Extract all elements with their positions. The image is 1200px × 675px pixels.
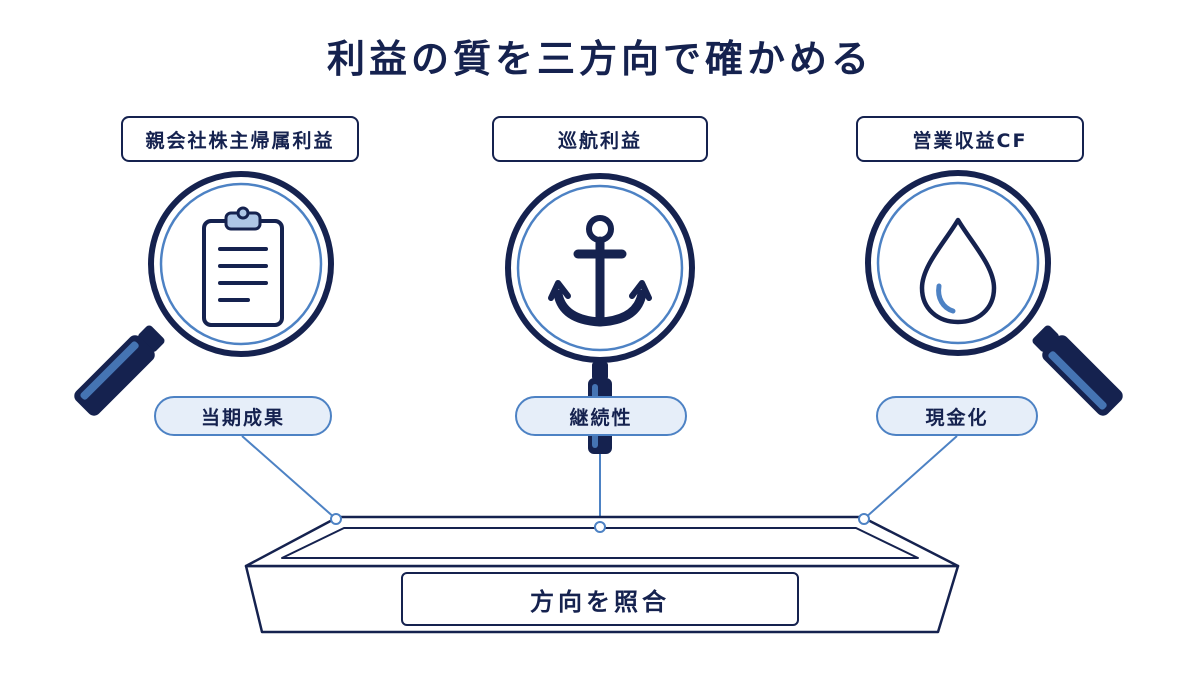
page-title: 利益の質を三方向で確かめる xyxy=(326,37,873,81)
lens-label-left: 親会社株主帰属利益 xyxy=(121,116,359,162)
connector-left xyxy=(241,435,337,520)
magnifier-right-handle xyxy=(1032,325,1123,416)
magnifier-right xyxy=(865,170,1123,416)
connector-nodes xyxy=(330,513,870,533)
tray-inner-rim xyxy=(281,527,919,559)
node-center xyxy=(594,521,606,533)
lens-label-right: 営業収益CF xyxy=(856,116,1084,162)
magnifier-left-handle xyxy=(74,325,165,416)
node-left xyxy=(330,513,342,525)
tag-pill-right: 現金化 xyxy=(876,396,1038,436)
tag-pill-center: 継続性 xyxy=(515,396,687,436)
node-right xyxy=(858,513,870,525)
anchor-icon xyxy=(548,215,652,327)
tray-label: 方向を照合 xyxy=(401,572,799,626)
tag-pill-left: 当期成果 xyxy=(154,396,332,436)
water-drop-icon xyxy=(919,217,997,325)
lens-label-center: 巡航利益 xyxy=(492,116,708,162)
clipboard-icon xyxy=(202,206,284,327)
magnifier-left xyxy=(74,171,334,416)
connector-right xyxy=(863,435,958,520)
